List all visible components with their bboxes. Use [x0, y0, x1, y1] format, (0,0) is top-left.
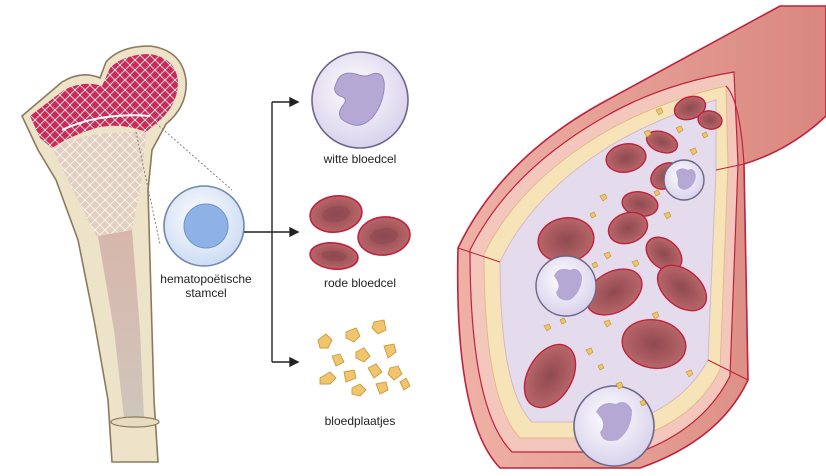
stem-cell	[163, 185, 245, 267]
white-cell-label: witte bloedcel	[323, 152, 397, 166]
red-blood-cells	[309, 195, 411, 270]
white-blood-cell	[311, 51, 409, 149]
platelets-label: bloedplaatjes	[324, 414, 396, 428]
femur-bone	[21, 45, 233, 463]
vessel-platelets	[543, 107, 709, 407]
stem-cell-label-line2: stamcel	[185, 286, 227, 300]
stem-cell-label: hematopoëtische stamcel	[140, 272, 272, 300]
branch-arrows	[244, 96, 300, 368]
vessel-red-blood-cells	[523, 95, 723, 409]
stem-cell-label-line1: hematopoëtische	[160, 272, 252, 286]
platelets	[317, 319, 411, 397]
red-cell-label: rode bloedcel	[323, 276, 397, 290]
vessel-white-blood-cells	[535, 159, 705, 467]
